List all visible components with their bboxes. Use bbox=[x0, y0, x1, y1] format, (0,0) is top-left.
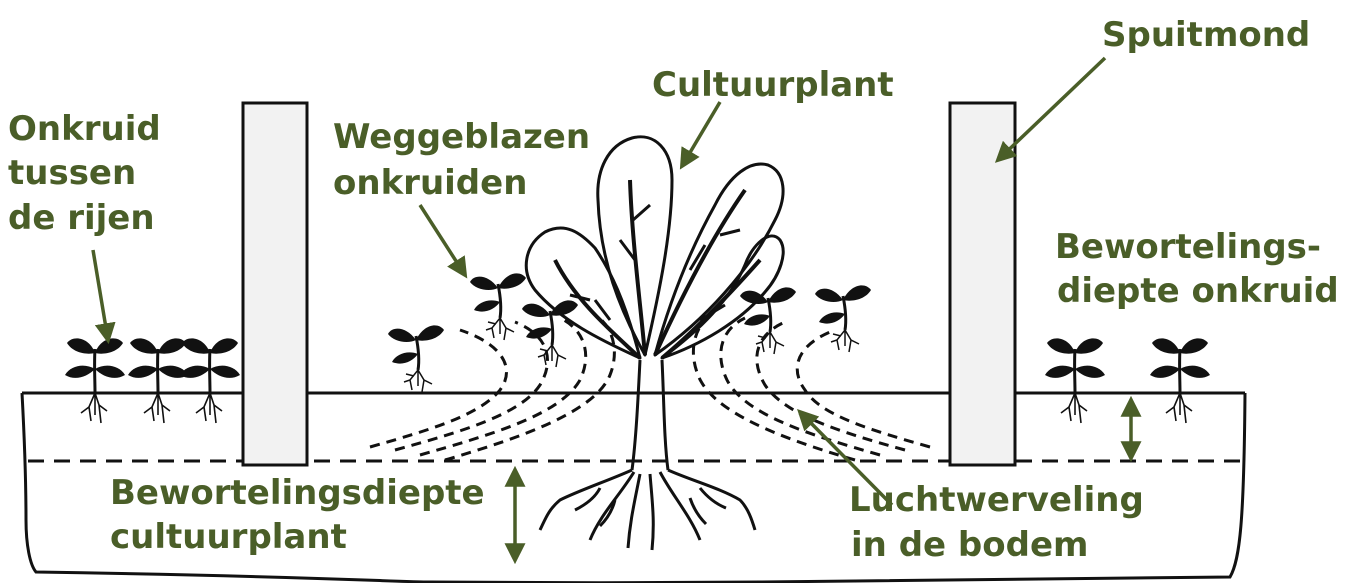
label-bewortelingsdiepte-cultuurplant-line1: Bewortelingsdiepte bbox=[110, 473, 485, 513]
weed-seedling-icon bbox=[128, 338, 188, 423]
label-luchtwerveling-line2: in de bodem bbox=[851, 525, 1088, 565]
arrow-cultuurplant bbox=[682, 102, 720, 166]
arrow-onkruid-tussen bbox=[93, 250, 108, 340]
arrow-weggeblazen bbox=[420, 205, 465, 275]
label-luchtwerveling-line1: Luchtwerveling bbox=[849, 480, 1144, 520]
label-weggeblazen-line1: Weggeblazen bbox=[333, 117, 590, 157]
nozzle-left-icon bbox=[243, 103, 307, 465]
weed-seedling-icon bbox=[180, 338, 240, 423]
label-onkruid-tussen-line2: tussen bbox=[8, 153, 136, 193]
blown-weed-icon bbox=[740, 287, 796, 354]
label-cultuurplant: Cultuurplant bbox=[652, 65, 894, 105]
weed-seedling-icon bbox=[1150, 338, 1210, 423]
label-weggeblazen-line2: onkruiden bbox=[333, 163, 527, 203]
blown-weed-icon bbox=[522, 300, 578, 367]
label-onkruid-tussen-line1: Onkruid bbox=[8, 109, 161, 149]
label-spuitmond: Spuitmond bbox=[1102, 15, 1310, 55]
air-vortex-right bbox=[693, 315, 930, 460]
label-onkruid-tussen-line3: de rijen bbox=[8, 198, 155, 238]
label-bewortelingsdiepte-onkruid-line1: Bewortelings- bbox=[1055, 227, 1321, 267]
blown-weed-icon bbox=[470, 273, 526, 340]
beet-plant-icon bbox=[526, 137, 783, 550]
nozzle-right-icon bbox=[950, 103, 1015, 465]
blown-weed-icon bbox=[815, 285, 871, 352]
blown-weed-icon bbox=[388, 325, 444, 392]
label-bewortelingsdiepte-onkruid-line2: diepte onkruid bbox=[1057, 271, 1339, 311]
weed-seedling-icon bbox=[65, 338, 125, 423]
label-bewortelingsdiepte-cultuurplant-line2: cultuurplant bbox=[110, 517, 347, 557]
weed-seedling-icon bbox=[1045, 338, 1105, 423]
